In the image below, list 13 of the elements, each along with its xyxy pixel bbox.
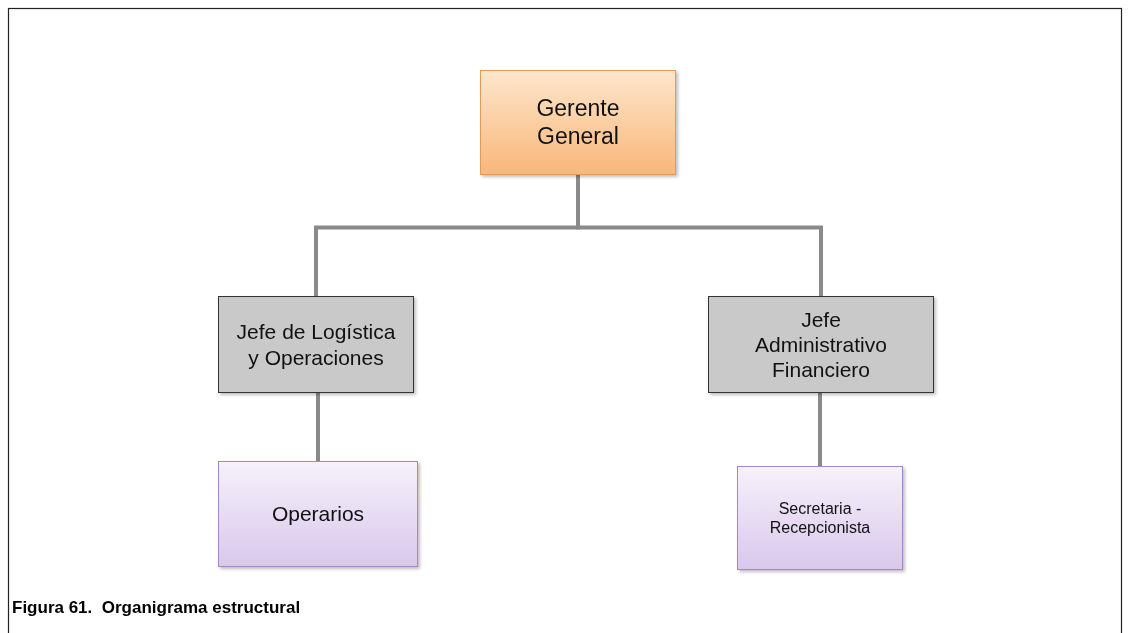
org-chart-box (218, 296, 414, 393)
box-label: Secretaria - Recepcionista (768, 498, 872, 538)
connector-line (818, 393, 822, 466)
figure-caption: Figura 61. Organigrama estructural (12, 598, 301, 618)
box-label: Jefe Administrativo Financiero (754, 306, 888, 383)
org-chart-box (708, 296, 934, 393)
org-chart-box (480, 70, 676, 175)
box-label: Jefe de Logística y Operaciones (235, 319, 397, 370)
box-label: Operarios (271, 501, 365, 527)
connector-line (316, 393, 320, 461)
org-chart-box (737, 466, 903, 570)
box-label: Gerente General (535, 94, 621, 151)
org-chart-box (218, 461, 418, 567)
